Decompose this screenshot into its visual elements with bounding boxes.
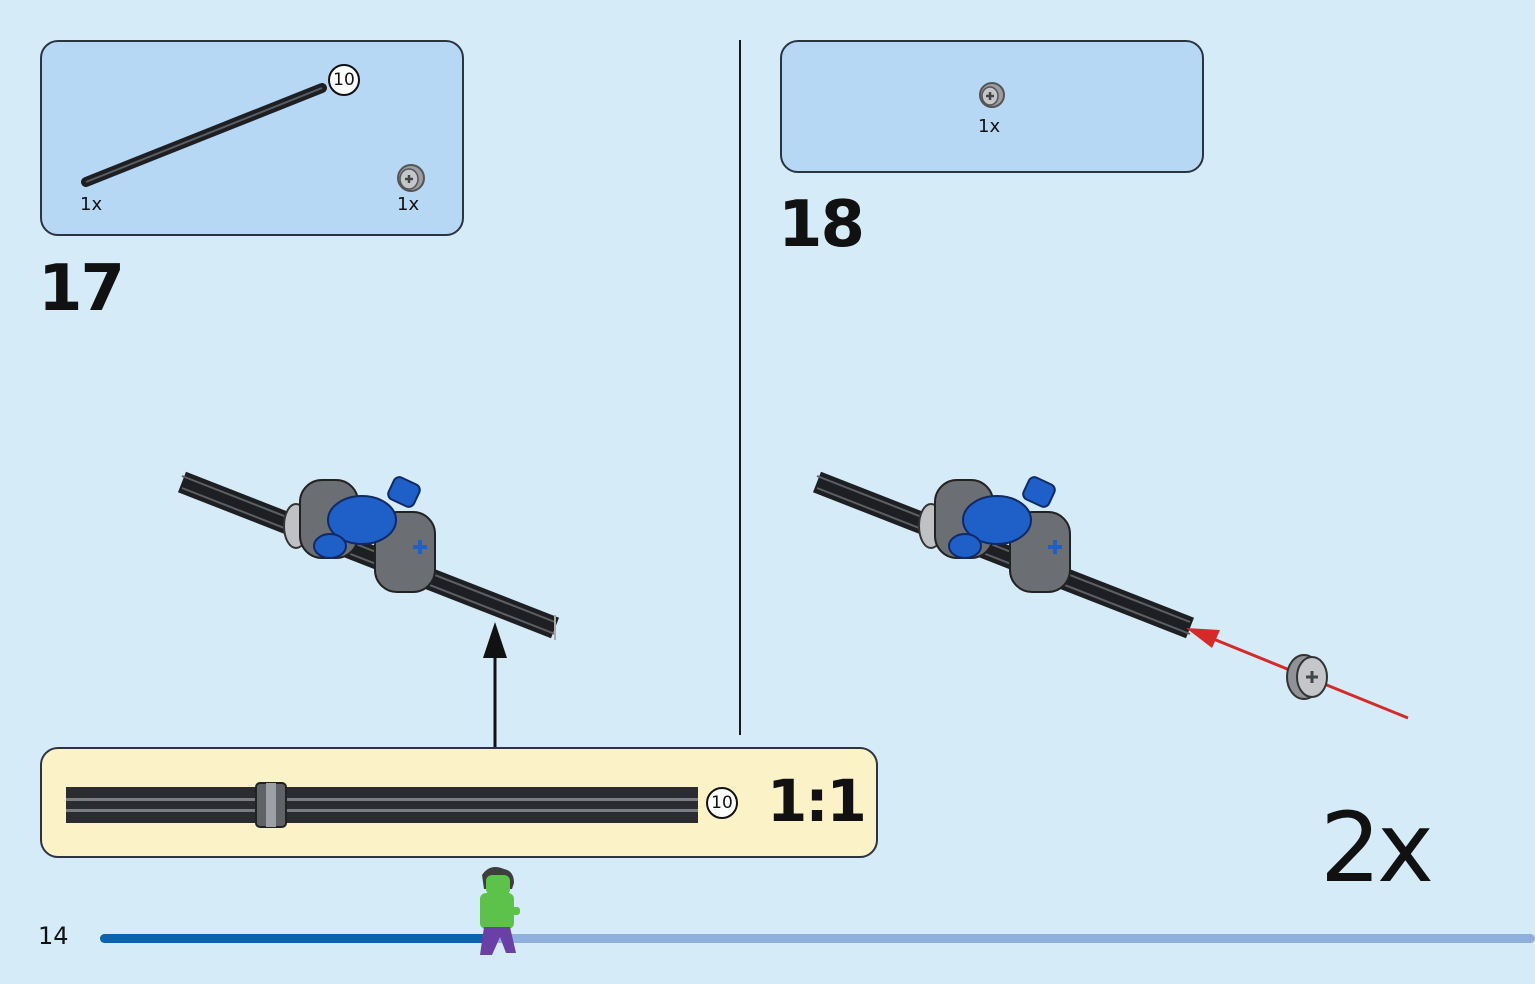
bush-quantity: 1x — [978, 116, 1001, 137]
step-number-18: 18 — [778, 188, 865, 262]
step-number-17: 17 — [38, 252, 125, 326]
scale-label: 1:1 — [767, 767, 867, 835]
step-17-assembly — [177, 471, 560, 640]
page-number: 14 — [38, 922, 69, 950]
minifigure-progress-marker-icon — [480, 867, 520, 955]
step-18-assembly — [812, 471, 1195, 639]
axle-10-icon — [66, 782, 698, 828]
bush-icon — [979, 82, 1005, 108]
parts-list-step-18: 1x — [780, 40, 1204, 173]
parts-list-step-17: 10 1x 1x — [40, 40, 464, 236]
axle-length-badge: 10 — [328, 64, 360, 96]
axle-length-callout: 10 1:1 — [40, 747, 878, 858]
bush-quantity: 1x — [397, 194, 420, 215]
bush-icon — [397, 164, 425, 192]
callout-pointer-arrow — [483, 622, 507, 748]
build-progress-bar — [100, 934, 1535, 943]
step-divider — [739, 40, 741, 735]
build-progress-fill — [100, 934, 488, 943]
axle-quantity: 1x — [80, 194, 103, 215]
callout-length-badge: 10 — [706, 787, 738, 819]
axle-10-icon — [81, 83, 327, 187]
build-multiplier: 2x — [1320, 792, 1434, 904]
bush-icon — [1286, 654, 1328, 700]
